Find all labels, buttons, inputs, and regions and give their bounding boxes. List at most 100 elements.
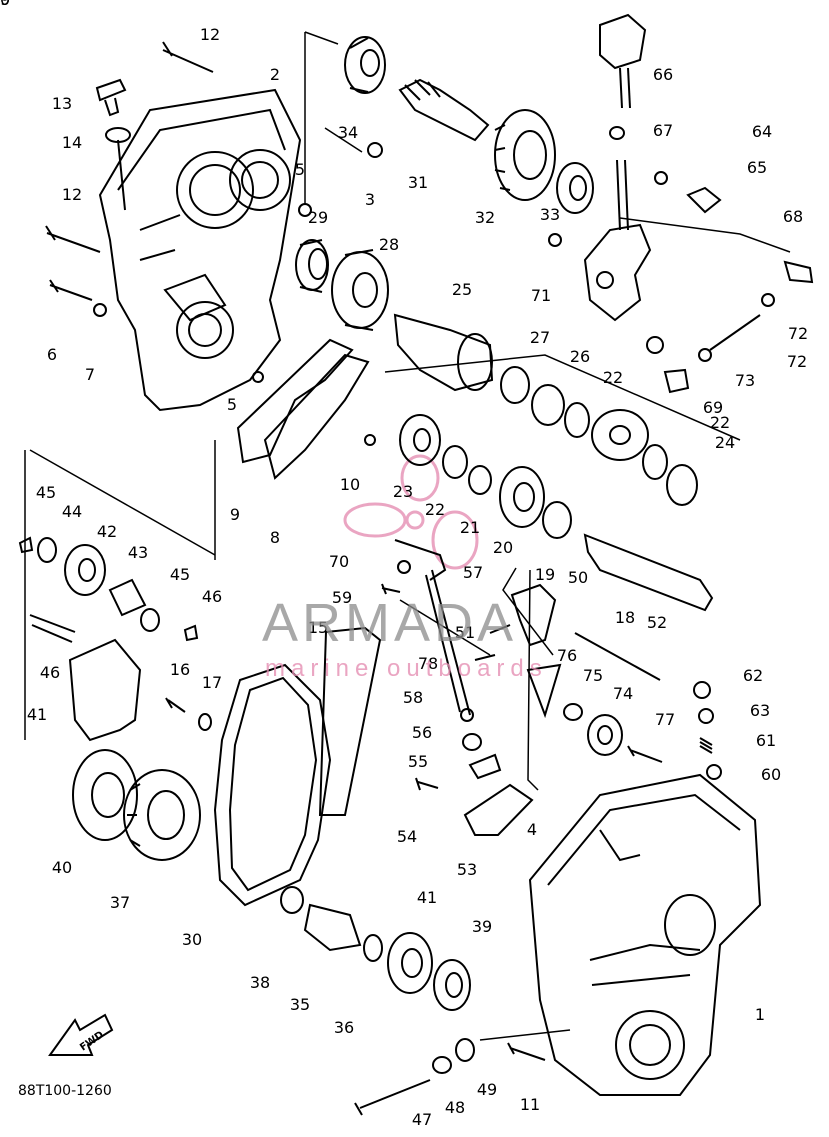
part-22-b [642, 444, 668, 480]
part-71 [663, 368, 690, 394]
callout-55: 55 [407, 752, 429, 771]
callout-40: 40 [51, 858, 73, 877]
callout-47: 47 [411, 1110, 433, 1129]
callout-46: 46 [39, 663, 61, 682]
callout-43: 43 [127, 543, 149, 562]
callout-2: 2 [269, 65, 281, 84]
part-56 [468, 753, 502, 780]
part-72-a [548, 233, 562, 247]
part-47 [29, 614, 76, 643]
callout-7: 7 [84, 365, 96, 384]
callout-57: 57 [462, 563, 484, 582]
callout-54: 54 [396, 827, 418, 846]
part-70 [783, 260, 814, 284]
part-11-bolt [507, 1042, 546, 1061]
callout-69: 69 [702, 398, 724, 417]
part-41-b-bearing [387, 932, 433, 994]
part-73 [709, 314, 761, 351]
part-14-ring [105, 127, 131, 143]
callout-71: 71 [530, 286, 552, 305]
fwd-arrow-icon [48, 1013, 114, 1056]
part-52 [489, 624, 511, 634]
callout-24: 24 [714, 433, 736, 452]
part-77 [563, 703, 583, 721]
part-61 [706, 764, 722, 780]
callout-80: 80 [0, 0, 10, 8]
part-36-sprocket [303, 903, 362, 952]
callout-38: 38 [249, 973, 271, 992]
callout-61: 61 [755, 731, 777, 750]
part-58-rod [394, 539, 471, 716]
callout-68: 68 [782, 207, 804, 226]
part-15-guide [318, 626, 382, 816]
watermark-text: ARMADA [262, 593, 518, 653]
callout-8: 8 [269, 528, 281, 547]
part-37 [363, 934, 383, 962]
callout-73: 73 [734, 371, 756, 390]
part-8-plate [263, 353, 370, 480]
callout-65: 65 [746, 158, 768, 177]
callout-48: 48 [444, 1098, 466, 1117]
part-42-bracket [68, 638, 142, 742]
part-59 [460, 708, 474, 722]
callout-75: 75 [582, 666, 604, 685]
part-40-seal [433, 959, 471, 1011]
part-9-gasket [236, 338, 354, 464]
callout-14: 14 [61, 133, 83, 152]
callout-10: 10 [339, 475, 361, 494]
part-38-gear [123, 769, 201, 861]
bolt-6 [49, 279, 93, 301]
part-13-cap [95, 78, 127, 117]
part-20-bearing [499, 466, 545, 528]
part-10 [364, 434, 376, 446]
callout-23: 23 [392, 482, 414, 501]
callout-30: 30 [181, 930, 203, 949]
part-19 [542, 501, 572, 539]
part-25-dog [591, 409, 649, 461]
callout-67: 67 [652, 121, 674, 140]
part-33-gear [494, 109, 556, 201]
callout-22: 22 [424, 500, 446, 519]
callout-76: 76 [556, 646, 578, 665]
part-21 [468, 465, 492, 495]
part-76 [587, 714, 623, 756]
callout-72: 72 [787, 324, 809, 343]
part-80 [474, 654, 496, 661]
callout-25: 25 [451, 280, 473, 299]
bolts-12 [45, 41, 214, 253]
callout-1: 1 [754, 1005, 766, 1024]
part-5b [252, 371, 264, 383]
part-18-shaft [583, 533, 714, 612]
callout-78: 78 [417, 654, 439, 673]
part-79 [627, 745, 663, 763]
part-17 [198, 713, 212, 731]
callout-46: 46 [201, 587, 223, 606]
part-57 [462, 733, 482, 751]
callout-56: 56 [411, 723, 433, 742]
part-60 [381, 583, 401, 595]
callout-26: 26 [569, 347, 591, 366]
part-72-b [397, 560, 411, 574]
diagram-code: 88T100-1260 [18, 1083, 112, 1099]
part-26-shaft [393, 313, 494, 392]
part-45-b [140, 608, 160, 632]
part-39 [280, 886, 304, 914]
callout-60: 60 [760, 765, 782, 784]
callout-4: 4 [526, 820, 538, 839]
callout-13: 13 [51, 94, 73, 113]
callout-28: 28 [378, 235, 400, 254]
watermark-subtext: marine outboards [265, 655, 548, 682]
part-35-bearing [344, 36, 386, 94]
part-62 [699, 737, 713, 754]
part-44 [108, 578, 147, 617]
part-22-a [564, 402, 590, 438]
part-74 [761, 293, 775, 307]
callout-77: 77 [654, 710, 676, 729]
callout-74: 74 [612, 684, 634, 703]
callout-62: 62 [742, 666, 764, 685]
callout-11: 11 [519, 1095, 541, 1114]
callout-51: 51 [454, 623, 476, 642]
part-69 [609, 126, 625, 140]
